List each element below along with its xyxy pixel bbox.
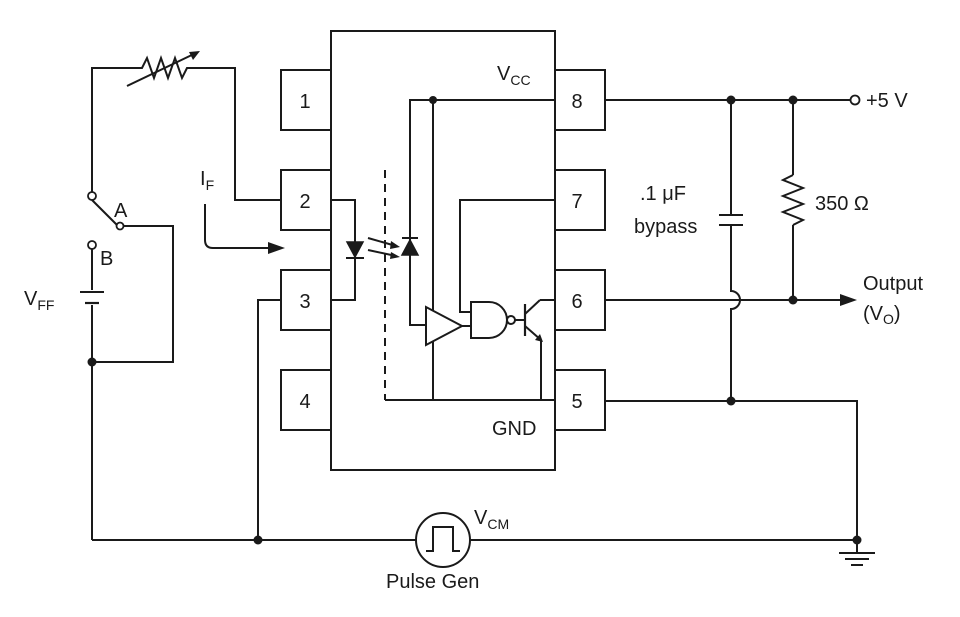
vcm-label: VCM [474, 507, 509, 532]
pin-label-7: 7 [571, 191, 582, 213]
ic-pin-3: 3 [280, 269, 332, 331]
if-label: IF [200, 168, 214, 193]
current-arrow-icon [204, 204, 285, 254]
resistor-icon [780, 174, 806, 226]
variable-resistor-arrow-icon [126, 51, 200, 87]
output-transistor-icon [515, 299, 555, 400]
switch-common-terminal [87, 191, 97, 201]
pin-label-6: 6 [571, 291, 582, 313]
pin3-wire [257, 299, 281, 540]
pin-label-4: 4 [299, 391, 310, 413]
led-cathode-wire [331, 258, 356, 301]
switch-a-return-wire [92, 225, 174, 363]
pin-label-1: 1 [299, 91, 310, 113]
supply-terminal [849, 94, 861, 106]
ic-pin-2: 2 [280, 169, 332, 231]
vcc-label: VCC [497, 63, 531, 88]
internal-vcc-rail [409, 99, 555, 326]
capacitor-lower-wire [730, 225, 741, 401]
supply-label: +5 V [866, 90, 908, 112]
top-left-wire [91, 67, 136, 192]
resistor-to-pin2-wire [192, 67, 281, 201]
output-vo-label: (VO) [863, 303, 901, 327]
switch-blade [91, 199, 118, 226]
switch-terminal-b [87, 240, 97, 250]
switch-label-a: A [114, 200, 128, 222]
gnd-label: GND [492, 418, 536, 440]
ic-pin-8: 8 [554, 69, 606, 131]
switch-label-b: B [100, 248, 113, 270]
vff-label: VFF [24, 288, 54, 313]
resistor-label: 350 Ω [815, 193, 869, 215]
output-arrow-icon [840, 294, 857, 306]
capacitor-icon [719, 214, 743, 226]
pulse-generator-icon [415, 512, 471, 568]
pin-label-8: 8 [571, 91, 582, 113]
ic-package-body [330, 30, 556, 471]
ic-pin-4: 4 [280, 369, 332, 431]
ic-pin-5: 5 [554, 369, 606, 431]
ic-pin-7: 7 [554, 169, 606, 231]
pin-label-3: 3 [299, 291, 310, 313]
nand-bubble-icon [506, 315, 516, 325]
gnd-rail-external [605, 400, 858, 540]
battery-junction-dot [87, 357, 97, 367]
pin-label-2: 2 [299, 191, 310, 213]
ground-icon [839, 540, 875, 566]
battery-icon [80, 291, 104, 305]
ic-pin-1: 1 [280, 69, 332, 131]
photodiode-icon [400, 237, 420, 256]
nand-gate-icon [470, 301, 508, 339]
switch-terminal-a [115, 221, 125, 231]
output-label: Output [863, 273, 923, 295]
buffer-amplifier-icon [425, 305, 465, 347]
capacitor-value-label: .1 μF [640, 183, 686, 205]
pin-label-5: 5 [571, 391, 582, 413]
light-coupling-arrows-icon [367, 237, 400, 259]
pulse-gen-label: Pulse Gen [386, 571, 479, 593]
capacitor-desc-label: bypass [634, 216, 697, 238]
led-anode-wire [331, 199, 356, 242]
enable-wire [459, 199, 555, 313]
output-junction-dot [788, 295, 798, 305]
ic-pin-6: 6 [554, 269, 606, 331]
